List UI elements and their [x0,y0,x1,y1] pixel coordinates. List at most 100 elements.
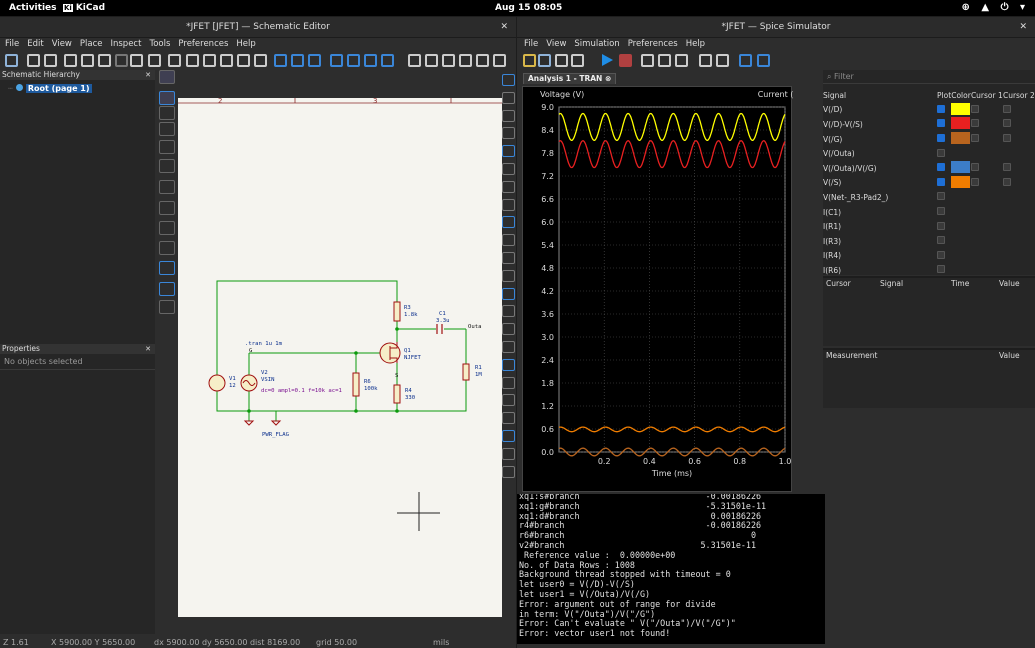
menu-tools[interactable]: Tools [149,39,171,49]
cursor-col-3[interactable]: Value [999,279,1020,288]
system-tray[interactable]: ⊕ ▲ ⏻ ▾ [961,2,1029,13]
grid-toggle-icon[interactable] [159,70,175,84]
signal-row[interactable]: V(/Outa)/V(/G) [823,161,1035,176]
menu-file[interactable]: File [5,39,20,49]
arc-icon[interactable] [502,412,515,425]
menu-help[interactable]: Help [236,39,256,49]
erc-icon[interactable] [459,54,472,67]
probe-icon[interactable] [699,54,712,67]
import-pin-icon[interactable] [502,323,515,336]
plot-checkbox[interactable] [937,250,945,259]
activities-button[interactable]: Activities [9,3,57,13]
cursor-col-1[interactable]: Signal [880,279,904,288]
close-icon[interactable]: ✕ [500,22,508,32]
cursor1-checkbox[interactable] [970,177,979,186]
signal-row[interactable]: I(C1) [823,205,1035,220]
no-connect-icon[interactable] [502,198,515,211]
label-icon[interactable] [502,234,515,247]
undo-icon[interactable] [98,54,111,67]
capacitor-symbol[interactable] [436,324,443,334]
symbol-icon[interactable] [502,109,515,122]
signal-row[interactable]: I(R3) [823,234,1035,249]
textbox-icon[interactable] [502,358,515,371]
mirror-v-icon[interactable] [364,54,377,67]
units-mm-icon[interactable] [159,140,175,154]
measurement-col-0[interactable]: Measurement [826,351,878,360]
circle-icon[interactable] [502,394,515,407]
signal-row[interactable]: I(R6) [823,263,1035,278]
grid-color-icon[interactable] [159,91,175,105]
menu-file[interactable]: File [524,39,539,49]
panel-close-icon[interactable]: ✕ [145,345,151,353]
signal-row[interactable]: I(R1) [823,219,1035,234]
close-icon[interactable]: ✕ [1019,22,1027,32]
paste-icon[interactable] [64,54,77,67]
tune-icon[interactable] [716,54,729,67]
menu-place[interactable]: Place [79,39,103,49]
zoom-in-icon[interactable] [186,54,199,67]
cursor1-checkbox[interactable] [970,163,979,172]
v1-symbol[interactable] [208,374,226,392]
signal-row[interactable]: V(/G) [823,132,1035,147]
zoom-selection-icon[interactable] [254,54,267,67]
tab-close-icon[interactable]: ⊗ [604,74,612,83]
menu-simulation[interactable]: Simulation [574,39,620,49]
menu-preferences[interactable]: Preferences [627,39,678,49]
sheet-pin-icon[interactable] [502,305,515,318]
cursor2-checkbox[interactable] [1002,163,1011,172]
save-icon[interactable] [538,54,551,67]
jfet-symbol[interactable] [379,342,401,364]
filter-input[interactable]: Filter [834,72,854,81]
resistor-symbols[interactable] [352,301,470,404]
units-mil-icon[interactable] [159,122,175,136]
color-swatch[interactable] [951,132,971,145]
properties-icon[interactable] [159,300,175,314]
plot-checkbox[interactable] [937,148,945,157]
refresh-icon[interactable] [168,54,181,67]
plot-checkbox[interactable] [937,134,945,143]
find-icon[interactable] [130,54,143,67]
wire-icon[interactable] [502,145,515,158]
tree-item-root[interactable]: ┄Root (page 1) [8,83,92,95]
plot-checkbox[interactable] [937,236,945,245]
zoom-in-icon[interactable] [641,54,654,67]
settings-icon[interactable] [757,54,770,67]
signals-col-1[interactable]: Plot [937,90,952,100]
rotate-cw-icon[interactable] [347,54,360,67]
save-icon[interactable] [5,54,18,67]
menu-view[interactable]: View [51,39,72,49]
zoom-fit-icon[interactable] [675,54,688,67]
wire-angle-icon[interactable] [159,201,175,215]
signal-row[interactable]: V(/Outa) [823,146,1035,161]
bus-icon[interactable] [502,163,515,175]
new-tab-icon[interactable] [571,54,584,67]
select-icon[interactable] [502,74,515,86]
annotation-icon[interactable] [159,261,175,275]
show-netlist-icon[interactable] [739,54,752,67]
cursor1-checkbox[interactable] [970,134,979,143]
units-in-icon[interactable] [159,106,175,120]
signal-row[interactable]: I(R4) [823,249,1035,264]
text-icon[interactable] [502,341,515,353]
plot-checkbox[interactable] [937,163,945,172]
nav-back-icon[interactable] [274,54,287,67]
plot-checkbox[interactable] [937,177,945,186]
plot-checkbox[interactable] [937,119,945,128]
annotate-icon[interactable] [442,54,455,67]
color-swatch[interactable] [951,161,971,174]
signal-row[interactable]: V(/D) [823,102,1035,118]
cursor2-checkbox[interactable] [1002,119,1011,128]
junction-icon[interactable] [502,216,515,229]
menu-view[interactable]: View [546,39,567,49]
global-label-icon[interactable] [502,252,515,264]
image-icon[interactable] [502,447,515,460]
nav-up-icon[interactable] [291,54,304,67]
power-icon[interactable] [502,127,515,140]
redo-icon[interactable] [115,54,128,67]
cursor-shape-icon[interactable] [159,159,175,173]
plot-checkbox[interactable] [937,265,945,274]
measurement-col-1[interactable]: Value [999,351,1020,360]
